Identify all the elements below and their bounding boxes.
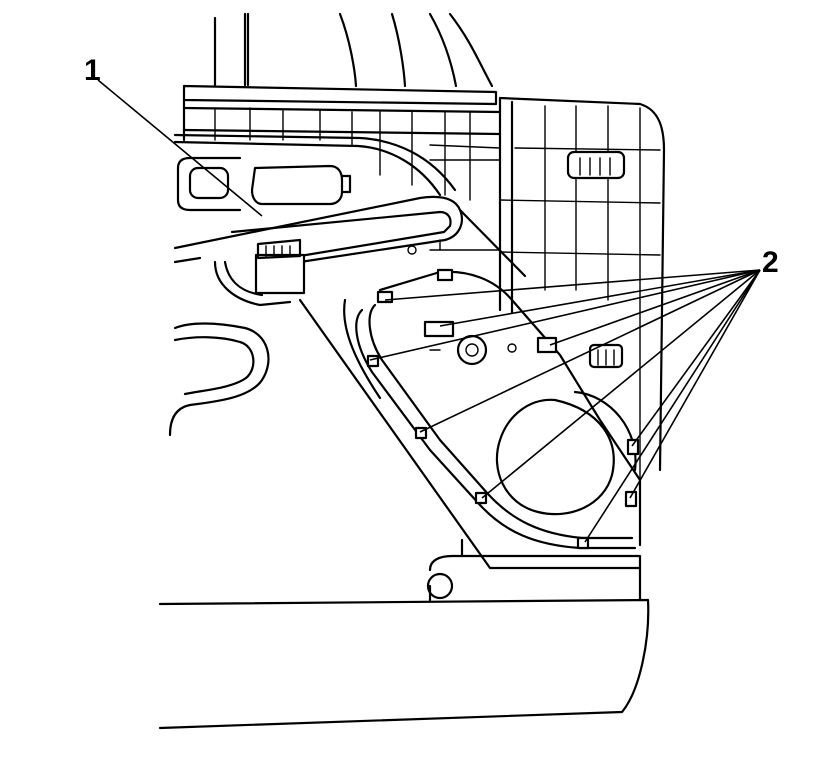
callout-label-2: 2 bbox=[762, 246, 779, 279]
callout-2-leaders bbox=[369, 269, 761, 543]
electrical-connector bbox=[254, 238, 306, 295]
callout-1-leader bbox=[97, 79, 263, 217]
left-bracket bbox=[173, 133, 457, 212]
lower-cushion bbox=[158, 538, 650, 730]
support-grid bbox=[182, 96, 666, 481]
trim-panel bbox=[298, 208, 642, 570]
callout-label-1: 1 bbox=[84, 54, 101, 87]
lower-left-armrest bbox=[168, 322, 270, 437]
upper-panel-frame bbox=[182, 12, 498, 142]
component-1-bracket bbox=[173, 195, 463, 307]
